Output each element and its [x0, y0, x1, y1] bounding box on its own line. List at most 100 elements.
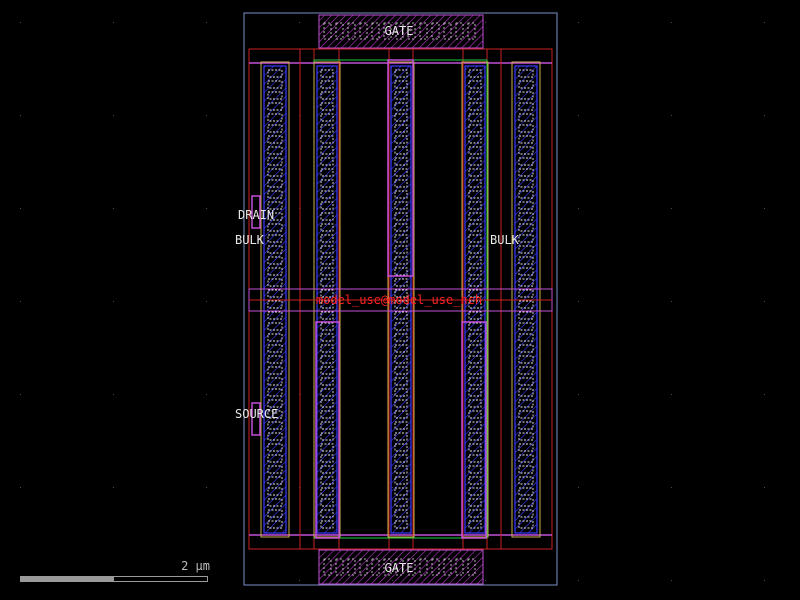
contact	[267, 432, 283, 441]
gate-pad-contacts	[323, 22, 476, 576]
contact	[518, 487, 534, 496]
grid-dot	[671, 394, 672, 395]
gate-contact	[467, 558, 476, 576]
contact	[320, 476, 334, 485]
contact	[267, 223, 283, 232]
scale-bar-fill	[21, 577, 114, 581]
contact	[468, 476, 482, 485]
contact	[468, 190, 482, 199]
contact	[320, 124, 334, 133]
gate-contact	[407, 22, 416, 40]
contact	[267, 289, 283, 298]
grid-dot	[671, 580, 672, 581]
contact	[468, 410, 482, 419]
grid-dot	[299, 22, 300, 23]
contact	[320, 410, 334, 419]
contact	[320, 333, 334, 342]
contact	[320, 289, 334, 298]
contact	[518, 355, 534, 364]
contact	[267, 355, 283, 364]
contact	[267, 476, 283, 485]
contact	[394, 322, 408, 331]
contact	[394, 289, 408, 298]
gate-contact	[419, 22, 428, 40]
contact	[518, 212, 534, 221]
contact	[518, 256, 534, 265]
contact	[320, 366, 334, 375]
contact	[468, 245, 482, 254]
contact	[267, 377, 283, 386]
contact	[468, 377, 482, 386]
contact	[468, 201, 482, 210]
grid-dot	[485, 580, 486, 581]
contact	[468, 113, 482, 122]
contact	[267, 520, 283, 529]
contact	[518, 454, 534, 463]
contact	[320, 245, 334, 254]
contact	[518, 223, 534, 232]
grid-dot	[485, 22, 486, 23]
contact	[394, 69, 408, 78]
contact	[320, 432, 334, 441]
contact	[394, 410, 408, 419]
contact	[267, 487, 283, 496]
contact	[267, 366, 283, 375]
contact	[468, 399, 482, 408]
contact	[394, 256, 408, 265]
gate-contact	[431, 558, 440, 576]
gate-contact	[443, 558, 452, 576]
right-source-strap	[461, 321, 487, 539]
gate-label-bottom: GATE	[385, 561, 414, 575]
grid-dot	[113, 22, 114, 23]
grid-dot	[671, 22, 672, 23]
contact	[468, 146, 482, 155]
contact	[468, 278, 482, 287]
contact	[394, 157, 408, 166]
contact	[267, 498, 283, 507]
gate-contact	[395, 558, 404, 576]
contact	[518, 344, 534, 353]
scale-label: 2 µm	[181, 559, 210, 573]
center-drain-strap	[387, 59, 414, 277]
gate-contact	[371, 558, 380, 576]
contact	[518, 322, 534, 331]
grid-dot	[764, 22, 765, 23]
contact	[320, 201, 334, 210]
bulk-label-left: BULK	[235, 233, 265, 247]
contact	[394, 344, 408, 353]
contact	[518, 102, 534, 111]
gate-contact	[419, 558, 428, 576]
contact	[394, 223, 408, 232]
contact	[394, 124, 408, 133]
gate-contact	[359, 22, 368, 40]
grid-dot	[206, 394, 207, 395]
contact	[518, 124, 534, 133]
grid-dot	[764, 487, 765, 488]
contact	[518, 190, 534, 199]
contact	[518, 234, 534, 243]
contact	[394, 80, 408, 89]
contact	[394, 168, 408, 177]
source-label: SOURCE	[235, 407, 278, 421]
model-label: model_use@model_use_nch	[316, 293, 482, 307]
contact	[394, 399, 408, 408]
contact	[468, 223, 482, 232]
poly-finger	[412, 48, 464, 550]
contact	[267, 234, 283, 243]
contact	[518, 69, 534, 78]
contact	[267, 399, 283, 408]
contact	[394, 443, 408, 452]
contact	[394, 113, 408, 122]
contact	[468, 179, 482, 188]
contact	[518, 80, 534, 89]
drain-pin-marker	[251, 195, 261, 229]
grid-dot	[113, 394, 114, 395]
contact	[518, 520, 534, 529]
contact	[394, 234, 408, 243]
contact	[394, 377, 408, 386]
contact	[320, 102, 334, 111]
grid-dot	[206, 208, 207, 209]
contact	[267, 146, 283, 155]
contact	[394, 454, 408, 463]
contact	[320, 399, 334, 408]
